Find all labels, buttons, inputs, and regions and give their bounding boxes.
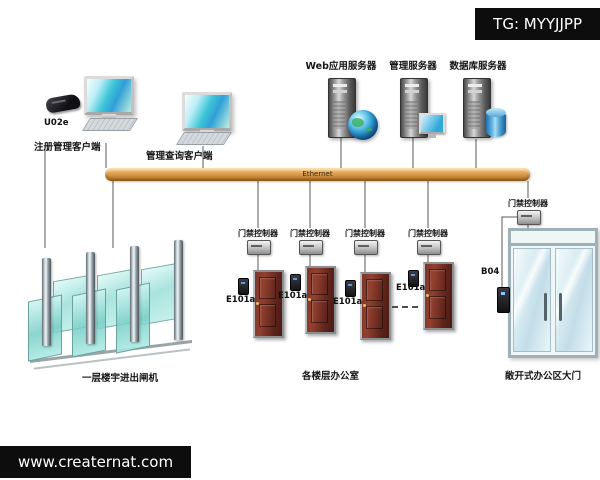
card-reader-label: E101a: [278, 291, 308, 301]
watermark-tg-badge: TG: MYYJJPP: [475, 8, 600, 40]
query-client-computer: [182, 92, 232, 142]
gate-zone-label: 敞开式办公区大门: [505, 371, 582, 382]
office-zone-label: 各楼层办公室: [302, 371, 360, 382]
monitor-screen: [84, 76, 134, 115]
turnstile-post: [86, 252, 95, 344]
door-knob: [426, 294, 429, 297]
door-knob: [308, 298, 311, 301]
gate-card-reader-label: B04: [481, 267, 500, 277]
watermark-website-badge: www.creaternat.com: [0, 446, 192, 478]
registration-client-label: 注册管理客户端: [34, 142, 101, 153]
card-reader: [345, 280, 356, 297]
database-cylinder-icon: [486, 108, 506, 137]
query-client-label: 管理查询客户端: [146, 151, 213, 162]
card-reader-label: E101a: [226, 295, 256, 305]
more-doors-ellipsis: [392, 306, 418, 308]
office-door: [423, 262, 454, 330]
turnstile-zone-label: 一层楼宇进出闸机: [82, 373, 159, 384]
web-server-label: Web应用服务器: [305, 61, 377, 72]
door-transom: [511, 243, 595, 246]
door-controller-label: 门禁控制器: [408, 229, 448, 238]
management-server-label: 管理服务器: [389, 61, 437, 72]
office-door: [253, 270, 284, 338]
turnstile-post: [42, 258, 51, 346]
door-controller-label: 门禁控制器: [345, 229, 385, 238]
monitor-screen: [182, 92, 232, 131]
glass-double-door: [508, 228, 598, 358]
door-handle: [544, 293, 547, 321]
card-reader: [290, 274, 301, 291]
mini-monitor-screen: [419, 113, 445, 134]
door-controller-label: 门禁控制器: [290, 229, 330, 238]
glass-door-panel-right: [555, 248, 593, 352]
door-controller: [417, 240, 441, 255]
door-controller-label: 门禁控制器: [238, 229, 278, 238]
desktop-card-reader-label: U02e: [44, 118, 69, 128]
gate-controller: [517, 210, 541, 225]
keyboard-icon: [81, 118, 139, 131]
office-door: [305, 266, 336, 334]
door-controller: [299, 240, 323, 255]
card-reader-label: E101a: [396, 283, 426, 293]
card-reader: [238, 278, 249, 295]
mini-monitor-stand: [428, 134, 436, 138]
card-reader-label: E101a: [333, 297, 363, 307]
gate-card-reader: [497, 287, 510, 313]
mini-monitor-icon: [419, 113, 445, 138]
turnstile-post: [130, 246, 139, 342]
card-reader: [408, 270, 419, 287]
door-controller: [354, 240, 378, 255]
gate-controller-label: 门禁控制器: [508, 199, 548, 208]
keyboard-icon: [175, 132, 233, 145]
turnstile-gates: [28, 236, 218, 370]
door-controller: [247, 240, 271, 255]
office-door: [360, 272, 391, 340]
database-server-label: 数据库服务器: [449, 61, 507, 72]
turnstile-post: [174, 240, 183, 340]
door-knob: [256, 302, 259, 305]
globe-icon: [348, 110, 378, 140]
glass-door-panel-left: [513, 248, 551, 352]
door-knob: [363, 304, 366, 307]
door-handle: [559, 293, 562, 321]
monitor-stand: [102, 114, 116, 121]
ethernet-bus: Ethernet: [105, 168, 530, 181]
